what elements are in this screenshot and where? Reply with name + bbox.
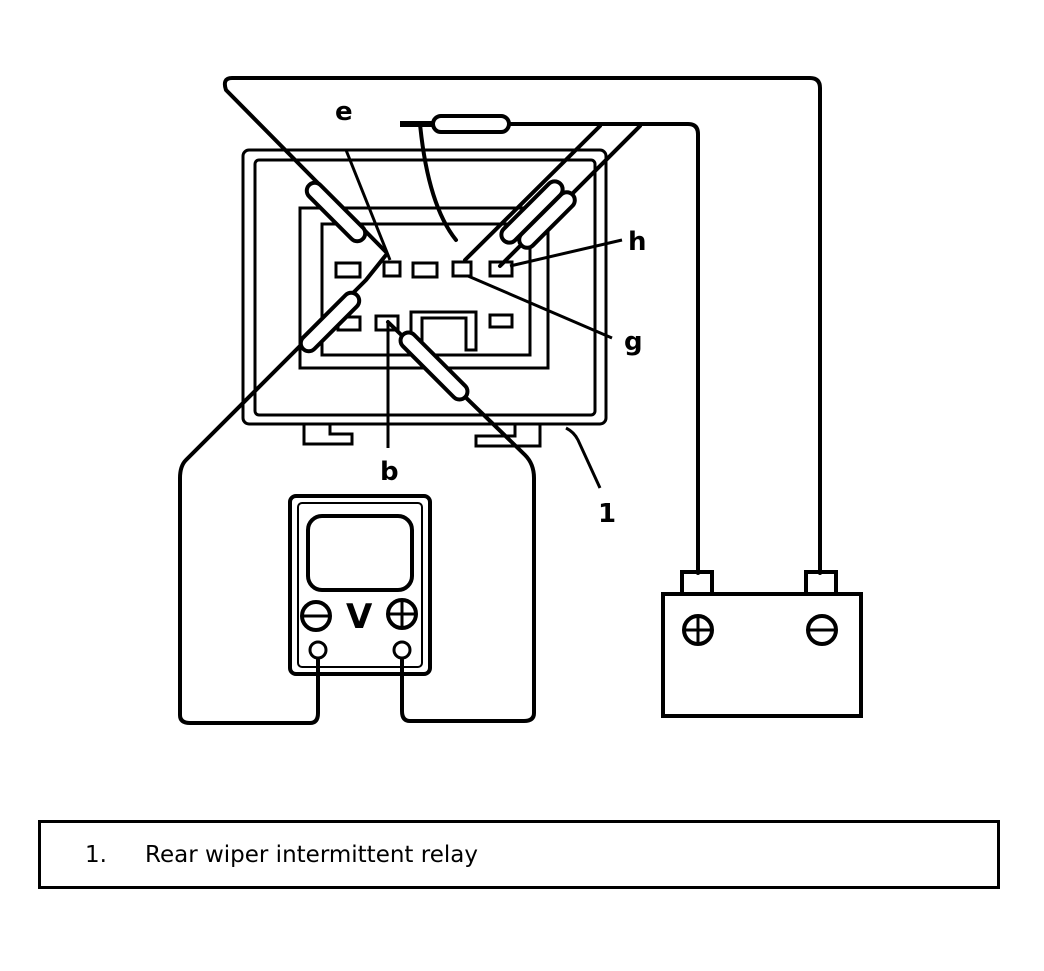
terminal-slot bbox=[488, 313, 514, 329]
label-e: e bbox=[335, 97, 353, 127]
relay-connector-recess bbox=[320, 222, 532, 357]
wires bbox=[178, 76, 822, 725]
voltmeter-display bbox=[306, 514, 414, 592]
legend-item-number: 1. bbox=[85, 841, 107, 868]
meter-negative-jack bbox=[308, 640, 328, 660]
wire-curved-lead bbox=[418, 122, 458, 242]
label-h: h bbox=[628, 227, 647, 257]
voltmeter bbox=[288, 494, 432, 676]
leader-h bbox=[509, 238, 623, 268]
probe-e bbox=[304, 180, 368, 244]
relay-test-diagram: e h g b 1 V bbox=[178, 76, 863, 725]
voltmeter-inner bbox=[297, 502, 423, 668]
relay-bottom-tab-right bbox=[474, 424, 542, 448]
battery-body bbox=[661, 592, 863, 718]
probe-h bbox=[517, 190, 577, 250]
leader-lines bbox=[344, 149, 623, 489]
terminal-e bbox=[382, 260, 402, 278]
legend-item-text: Rear wiper intermittent relay bbox=[145, 841, 478, 868]
terminal-h bbox=[488, 260, 514, 278]
leader-e bbox=[344, 149, 392, 261]
probe-top-connector bbox=[431, 114, 511, 134]
probes bbox=[298, 114, 577, 402]
probe-e-lower bbox=[298, 290, 362, 354]
relay-connector-body bbox=[298, 206, 550, 370]
terminal-g bbox=[451, 260, 473, 278]
legend-box: 1. Rear wiper intermittent relay bbox=[38, 820, 1000, 889]
label-g: g bbox=[624, 327, 643, 357]
wire-battery-negative bbox=[222, 76, 822, 575]
label-1: 1 bbox=[598, 499, 616, 529]
meter-positive-jack bbox=[392, 640, 412, 660]
wire-meter-negative bbox=[178, 253, 388, 725]
voltmeter-label: V bbox=[346, 597, 373, 637]
relay-bottom-tab-left bbox=[302, 424, 354, 446]
wire-meter-positive bbox=[386, 320, 536, 723]
terminal-slots bbox=[334, 260, 514, 352]
leader-1 bbox=[565, 426, 602, 489]
wire-battery-positive bbox=[506, 122, 700, 575]
terminal-slot bbox=[334, 261, 362, 279]
voltmeter-outer bbox=[288, 494, 432, 676]
battery bbox=[661, 570, 863, 718]
label-b: b bbox=[380, 457, 399, 487]
battery-post-negative bbox=[804, 570, 838, 596]
terminal-slot bbox=[411, 261, 439, 279]
battery-post-positive bbox=[680, 570, 714, 596]
wire-jumper-g bbox=[463, 124, 602, 262]
leader-g bbox=[467, 274, 613, 340]
